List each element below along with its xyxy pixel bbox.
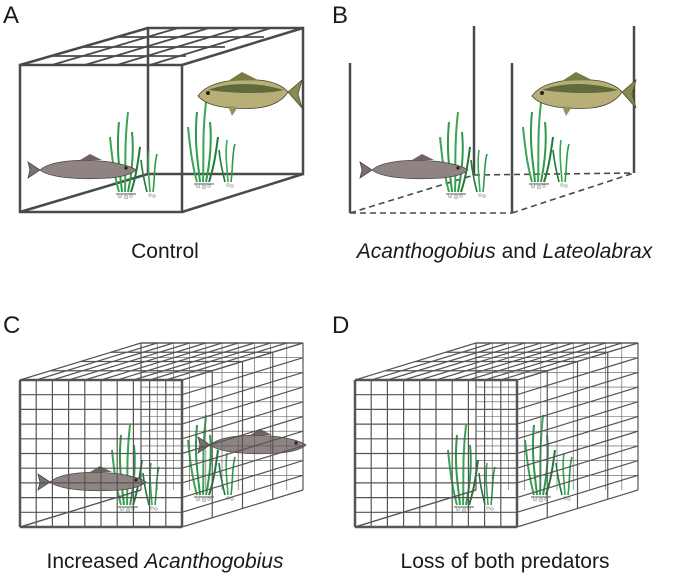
panel-d-mesh — [353, 342, 639, 529]
panel-c-goby-front — [37, 465, 147, 492]
panel-b-bass — [531, 71, 637, 117]
panel-a-goby — [27, 153, 137, 180]
panel-label-a: A — [3, 2, 20, 29]
caption-c-italic: Acanthogobius — [144, 550, 284, 573]
caption-a: Control — [131, 240, 199, 263]
panel-label-b: B — [332, 2, 349, 29]
caption-b-italic-1: Acanthogobius — [356, 240, 496, 263]
panel-label-c: C — [3, 312, 21, 339]
caption-d: Loss of both predators — [400, 550, 610, 573]
panel-a-seagrass — [109, 101, 236, 200]
panel-b-goby — [359, 153, 469, 180]
caption-c-plain: Increased — [46, 550, 145, 573]
caption-b-mid: and — [495, 240, 543, 263]
caption-b: Acanthogobius and Lateolabrax — [327, 241, 682, 262]
panel-a-cage — [18, 26, 305, 214]
panel-c-mesh — [18, 342, 304, 529]
panel-a-bass — [197, 71, 303, 117]
panel-b-walls — [348, 26, 636, 214]
mesh-wire — [354, 489, 477, 528]
panel-b-seagrass — [439, 101, 570, 200]
mesh-wire — [19, 489, 142, 528]
panel-label-d: D — [332, 312, 350, 339]
caption-c: Increased Acanthogobius — [15, 551, 315, 572]
caption-b-italic-2: Lateolabrax — [542, 240, 653, 263]
